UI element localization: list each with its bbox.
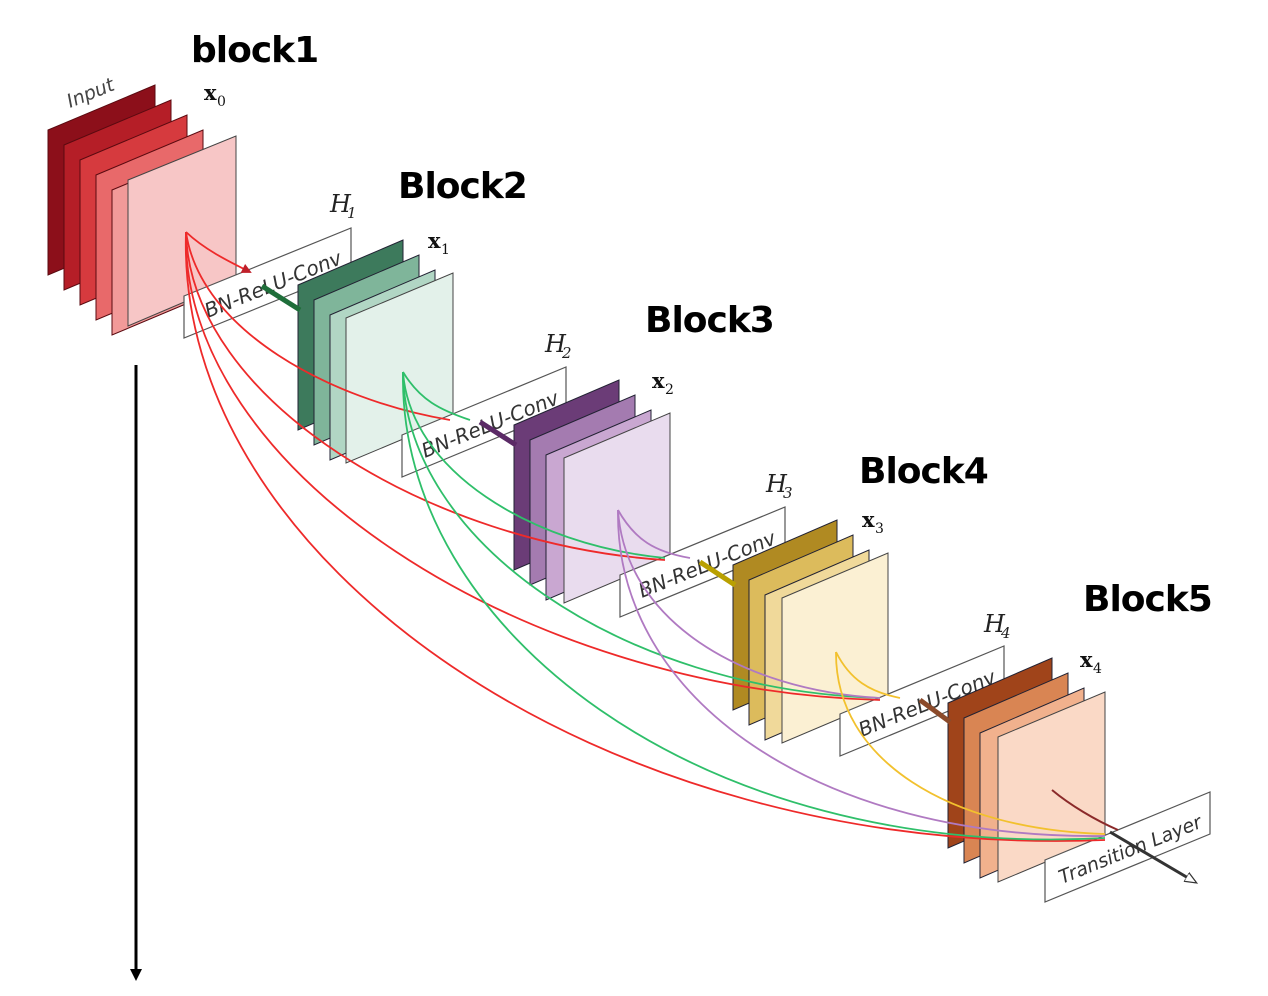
x3-subscript: 3 bbox=[875, 521, 884, 537]
block4-title: Block4 bbox=[859, 451, 988, 492]
h1-label: H bbox=[329, 190, 352, 218]
x0-label: x bbox=[204, 80, 217, 105]
x4-subscript: 4 bbox=[1093, 661, 1102, 677]
h3-label: H bbox=[765, 470, 788, 498]
x0-subscript: 0 bbox=[217, 94, 226, 110]
h1-subscript: 1 bbox=[347, 204, 357, 222]
x1-subscript: 1 bbox=[441, 242, 450, 258]
x1-label: x bbox=[428, 228, 441, 253]
x2-subscript: 2 bbox=[665, 382, 674, 398]
h4-label: H bbox=[983, 610, 1006, 638]
output-arrow bbox=[1109, 830, 1195, 882]
h3-subscript: 3 bbox=[783, 484, 793, 502]
block3-input-pipe bbox=[478, 419, 518, 448]
block2-title: Block2 bbox=[398, 166, 527, 207]
block5-input-pipe bbox=[918, 697, 952, 725]
block4-input-pipe bbox=[698, 559, 737, 588]
block3-title: Block3 bbox=[645, 300, 774, 341]
h2-label: H bbox=[544, 330, 567, 358]
block3-feature-maps bbox=[513, 379, 671, 604]
block5-feature-maps bbox=[947, 657, 1106, 883]
h2-subscript: 2 bbox=[561, 344, 572, 362]
block1-feature-maps bbox=[47, 84, 237, 336]
h4-subscript: 4 bbox=[1000, 624, 1011, 642]
x4-label: x bbox=[1080, 647, 1093, 672]
x3-label: x bbox=[862, 507, 875, 532]
block2-input-pipe bbox=[260, 283, 302, 313]
block5-title: Block5 bbox=[1083, 579, 1212, 620]
block1-title: block1 bbox=[191, 30, 318, 71]
x2-label: x bbox=[652, 368, 665, 393]
block2-feature-maps bbox=[297, 239, 454, 464]
dense-connections bbox=[185, 231, 1119, 842]
